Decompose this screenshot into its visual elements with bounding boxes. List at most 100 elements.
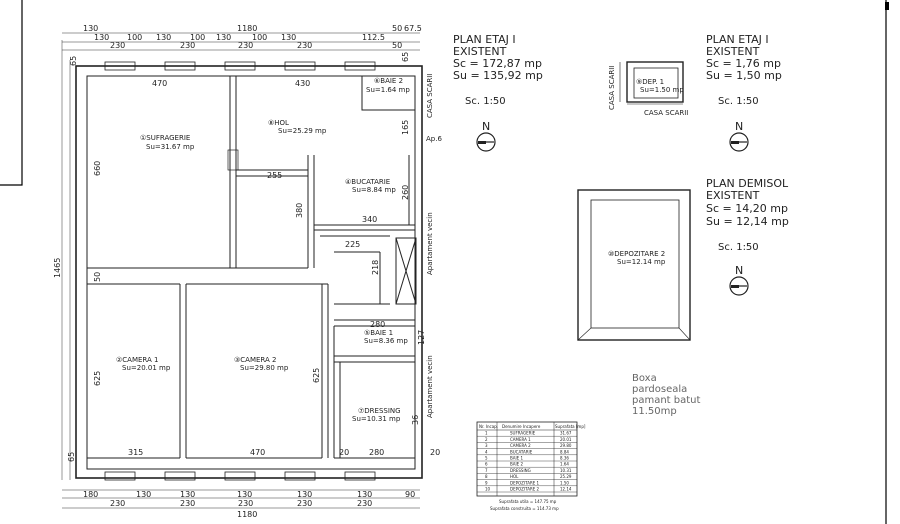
dim-top-r2-6: 100 <box>252 33 267 42</box>
table-cell: DEPOZITARE 1 <box>510 480 540 485</box>
north-arrow-3-letter: N <box>735 264 743 277</box>
table-cell: SUFRAGERIE <box>510 431 536 436</box>
dim-bottom-r1-5: 130 <box>297 490 312 499</box>
plan1-title1: PLAN ETAJ I <box>453 33 516 46</box>
dim-left-1: 65 <box>69 56 78 66</box>
dim-top-r3-2: 230 <box>180 41 195 50</box>
dep1-label: DEP. 1 <box>642 78 664 86</box>
room-baie2-name: ⑥BAIE 2 <box>374 77 403 85</box>
dim-inner-260: 260 <box>401 185 410 200</box>
room-bucatarie-label: BUCATARIE <box>351 178 390 186</box>
table-cell: CAMERA 2 <box>510 443 531 448</box>
dim-inner-127: 127 <box>417 330 426 345</box>
dep1-area: Su=1.50 mp <box>640 86 684 94</box>
casa-scarii-label-main: CASA SCARII <box>426 74 434 118</box>
table-cell: BAIE 2 <box>510 462 523 467</box>
table-cell: 8.36 <box>560 456 569 461</box>
table-cell: 9 <box>485 480 488 485</box>
plan2-sc: Sc = 1,76 mp <box>706 57 781 70</box>
dep2-name: ⑩DEPOZITARE 2 <box>608 250 665 258</box>
dim-top-r2-8: 112.5 <box>362 33 385 42</box>
table-cell: 4 <box>485 449 488 454</box>
table-footer-1: Suprafata utila = 147.75 mp <box>499 499 557 504</box>
table-cell: 12.14 <box>560 487 572 492</box>
room-bucatarie-area: Su=8.84 mp <box>352 186 396 194</box>
plan-titles: PLAN ETAJ I EXISTENT Sc = 172,87 mp Su =… <box>453 33 789 253</box>
plan3-sc: Sc = 14,20 mp <box>706 202 788 215</box>
dim-inner-430: 430 <box>295 79 310 88</box>
dim-top-r2-5: 130 <box>216 33 231 42</box>
apartament-vecin-label-1: Apartament vecin <box>426 212 434 275</box>
plan3-title1: PLAN DEMISOL <box>706 177 789 190</box>
dim-inner-380: 380 <box>295 203 304 218</box>
room-camera1-name: ②CAMERA 1 <box>116 356 158 364</box>
dim-bottom-r1-6: 130 <box>357 490 372 499</box>
dim-inner-625: 625 <box>312 368 321 383</box>
dim-left-5: 65 <box>67 452 76 462</box>
room-sufragerie-label: SUFRAGERIE <box>146 134 190 142</box>
room-dressing-area: Su=10.31 mp <box>352 415 401 423</box>
dim-bottom-r2-2: 230 <box>180 499 195 508</box>
room-camera2-area: Su=29.80 mp <box>240 364 289 372</box>
north-arrow-1: N <box>476 120 496 152</box>
dim-inner-470: 470 <box>152 79 167 88</box>
table-cell: 29.80 <box>560 443 572 448</box>
table-footer-2: Suprafata construita = 114.73 mp <box>490 506 559 511</box>
dim-inner-280b: 280 <box>369 448 384 457</box>
dim-bottom-r2-4: 230 <box>297 499 312 508</box>
boxa-note-1: Boxa <box>632 373 657 384</box>
room-hol-area: Su=25.29 mp <box>278 127 327 135</box>
room-sufragerie-area: Su=31.67 mp <box>146 143 195 151</box>
room-camera1-label: CAMERA 1 <box>122 356 158 364</box>
dim-bottom-r3-1: 1180 <box>237 510 257 519</box>
dim-top-r2-7: 130 <box>281 33 296 42</box>
dim-bottom-r1-3: 130 <box>180 490 195 499</box>
plan2-su: Su = 1,50 mp <box>706 69 782 82</box>
table-cell: 31.67 <box>560 431 572 436</box>
dim-top-r3-5: 50 <box>392 41 402 50</box>
table-cell: 20.01 <box>560 437 572 442</box>
dim-top-2: 1180 <box>237 24 257 33</box>
room-hol-name: ⑧HOL <box>268 119 289 127</box>
dim-inner-36: 36 <box>411 415 420 425</box>
room-hol-label: HOL <box>274 119 289 127</box>
dim-bottom-r1-1: 180 <box>83 490 98 499</box>
main-plan <box>75 61 423 481</box>
apartament-vecin-label-2: Apartament vecin <box>426 355 434 418</box>
dim-inner-65: 65 <box>401 52 410 62</box>
room-labels: ①SUFRAGERIE Su=31.67 mp ②CAMERA 1 Su=20.… <box>116 77 410 423</box>
room-baie1-name: ⑤BAIE 1 <box>364 329 393 337</box>
table-cell: HOL <box>510 474 519 479</box>
dep2-label: DEPOZITARE 2 <box>614 250 665 258</box>
dim-bottom-r1-4: 130 <box>237 490 252 499</box>
boxa-note: Boxa pardoseala pamant batut 11.50mp <box>632 373 701 417</box>
north-arrow-2-letter: N <box>735 120 743 133</box>
plan3-title2: EXISTENT <box>706 189 760 202</box>
dim-inner-20a: 20 <box>339 448 349 457</box>
plan2-scale: Sc. 1:50 <box>718 96 759 107</box>
room-camera2-label: CAMERA 2 <box>240 356 276 364</box>
room-baie1-area: Su=8.36 mp <box>364 337 408 345</box>
north-arrow-1-letter: N <box>482 120 490 133</box>
casa-scarii-label-dep1-v: CASA SCARII <box>608 66 616 110</box>
plan3-scale: Sc. 1:50 <box>718 242 759 253</box>
table-cell: BAIE 1 <box>510 456 523 461</box>
dim-inner-315: 315 <box>128 448 143 457</box>
room-dressing-name: ⑦DRESSING <box>358 407 401 415</box>
table-cell: 5 <box>485 456 488 461</box>
table-cell: 3 <box>485 443 488 448</box>
plan1-scale: Sc. 1:50 <box>465 96 506 107</box>
north-arrow-3: N <box>729 264 749 296</box>
plan2-title2: EXISTENT <box>706 45 760 58</box>
table-header-nr: Nr. Incap. <box>479 424 498 429</box>
dep2-plan <box>577 189 691 341</box>
dim-top-r2-4: 100 <box>190 33 205 42</box>
dep1-name: ⑨DEP. 1 <box>636 78 664 86</box>
table-cell: CAMERA 1 <box>510 437 531 442</box>
table-cell: 10.31 <box>560 468 572 473</box>
table-cell: DEPOZITARE 2 <box>510 487 540 492</box>
dim-bottom-r2-1: 230 <box>110 499 125 508</box>
dim-inner-165: 165 <box>401 120 410 135</box>
dim-bottom-r2-3: 230 <box>238 499 253 508</box>
